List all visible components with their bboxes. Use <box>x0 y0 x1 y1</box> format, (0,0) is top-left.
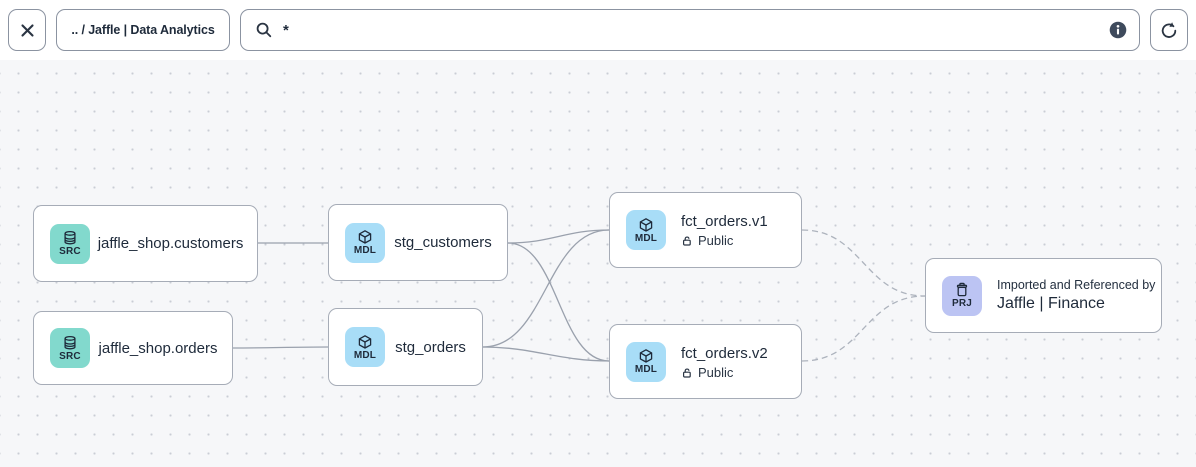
close-button[interactable] <box>8 9 46 51</box>
badge-label: MDL <box>353 349 377 361</box>
breadcrumb[interactable]: .. / Jaffle | Data Analytics <box>56 9 230 51</box>
node-title: stg_customers <box>394 234 492 251</box>
node-title: jaffle_shop.customers <box>97 235 244 252</box>
node-title: fct_orders.v1 <box>681 213 768 230</box>
model-badge: MDL <box>626 210 666 250</box>
refresh-button[interactable] <box>1150 9 1188 51</box>
source-badge: SRC <box>50 328 90 368</box>
close-icon <box>20 23 34 37</box>
access-label: Public <box>698 233 734 248</box>
refresh-icon <box>1161 22 1177 38</box>
project-badge: PRJ <box>942 275 982 316</box>
search-box[interactable] <box>240 9 1140 51</box>
access-row: Public <box>681 234 733 248</box>
cube-icon <box>358 334 372 349</box>
access-label: Public <box>698 364 734 380</box>
node-title: fct_orders.v2 <box>681 344 768 362</box>
database-icon <box>64 335 76 349</box>
access-row: Public <box>681 364 734 380</box>
node-source-jaffle-shop-orders[interactable]: SRC jaffle_shop.orders <box>33 311 233 385</box>
node-title: stg_orders <box>395 338 466 356</box>
badge-label: MDL <box>634 364 658 375</box>
breadcrumb-label: .. / Jaffle | Data Analytics <box>71 23 215 37</box>
database-icon <box>64 230 76 245</box>
cube-icon <box>639 349 653 363</box>
badge-label: SRC <box>59 246 81 257</box>
node-model-fct-orders-v2[interactable]: MDL fct_orders.v2 Public <box>609 324 802 399</box>
info-icon[interactable] <box>1109 21 1127 39</box>
badge-label: SRC <box>59 350 81 362</box>
node-subtitle: Imported and Referenced by <box>997 278 1156 292</box>
node-title: Jaffle | Finance <box>997 295 1105 312</box>
model-badge: MDL <box>345 222 385 263</box>
badge-label: MDL <box>634 232 658 244</box>
node-model-stg-customers[interactable]: MDL stg_customers <box>328 204 508 281</box>
lock-open-icon <box>682 236 691 246</box>
search-icon <box>256 22 272 38</box>
toolbar: .. / Jaffle | Data Analytics <box>0 0 1196 60</box>
search-input[interactable] <box>283 21 1099 39</box>
node-model-fct-orders-v1[interactable]: MDL fct_orders.v1 Public <box>609 192 802 268</box>
model-badge: MDL <box>626 341 666 382</box>
project-jar-icon <box>956 282 968 297</box>
node-source-jaffle-shop-customers[interactable]: SRC jaffle_shop.customers <box>33 205 258 282</box>
badge-label: PRJ <box>951 298 973 309</box>
node-title: jaffle_shop.orders <box>98 339 218 357</box>
lock-open-icon <box>682 367 691 378</box>
cube-icon <box>358 230 372 244</box>
node-model-stg-orders[interactable]: MDL stg_orders <box>328 308 483 386</box>
node-project-jaffle-finance[interactable]: PRJ Imported and Referenced by Jaffle | … <box>925 258 1162 333</box>
model-badge: MDL <box>345 327 385 367</box>
badge-label: MDL <box>353 245 377 256</box>
source-badge: SRC <box>50 223 90 264</box>
cube-icon <box>639 217 653 232</box>
